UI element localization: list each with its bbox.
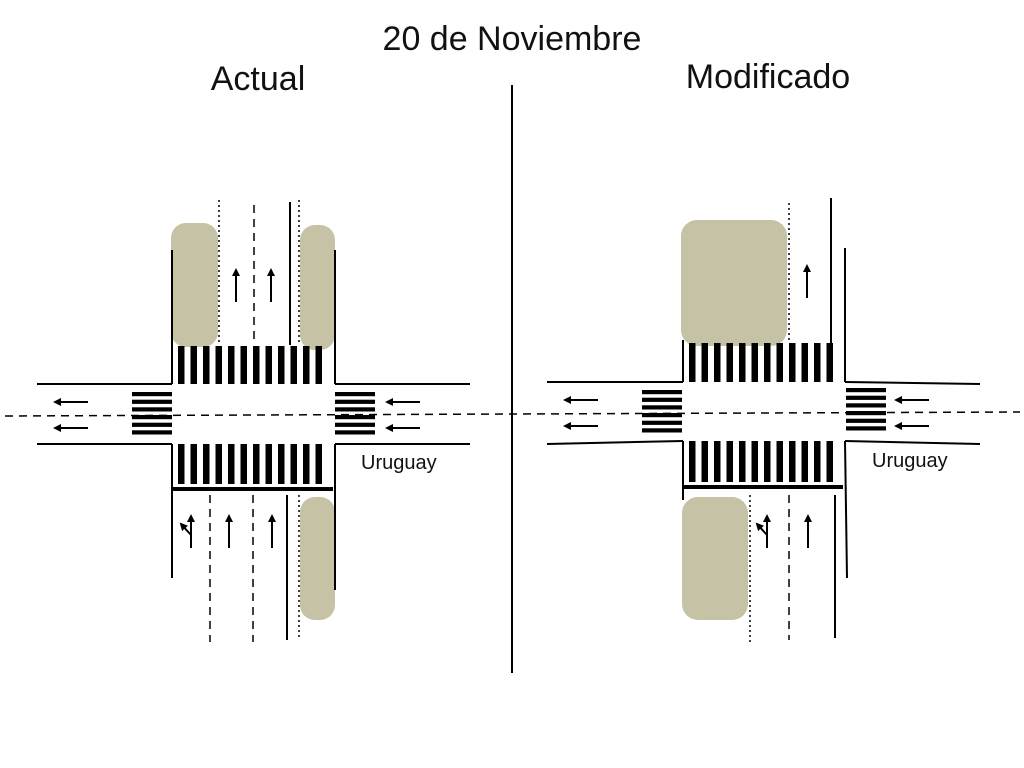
crosswalk-stripe: [335, 399, 375, 404]
turn-left-arrow-icon: [179, 514, 195, 548]
crosswalk-stripe: [846, 403, 886, 408]
sidewalk-extension: [171, 223, 218, 347]
crosswalk-stripe: [714, 441, 721, 482]
crosswalk-stripe: [303, 444, 310, 484]
street-label-uruguay: Uruguay: [361, 452, 437, 474]
crosswalk-stripe: [190, 346, 197, 384]
crosswalk-stripe: [253, 444, 260, 484]
crosswalk-stripe: [215, 444, 222, 484]
crosswalk-stripe: [846, 388, 886, 393]
crosswalk-stripe: [335, 415, 375, 420]
crosswalk-stripe: [846, 395, 886, 400]
crosswalk-right: [846, 388, 886, 431]
crosswalk-stripe: [846, 418, 886, 423]
crosswalk-stripe: [240, 346, 247, 384]
panel-modificado: Uruguay: [546, 198, 981, 642]
turn-left-arrow-icon: [755, 514, 771, 548]
crosswalk-stripe: [642, 405, 682, 410]
crosswalk-stripe: [178, 444, 185, 484]
crosswalk-stripe: [714, 343, 721, 382]
crosswalk-stripe: [315, 346, 322, 384]
crosswalk-stripe: [335, 422, 375, 427]
crosswalk-stripe: [726, 441, 733, 482]
crosswalk-stripe: [801, 441, 808, 482]
crosswalk-stripe: [290, 444, 297, 484]
crosswalk-stripe: [335, 407, 375, 412]
crosswalk-stripe: [303, 346, 310, 384]
crosswalk-bottom: [689, 441, 833, 482]
panel-heading-modificado: Modificado: [686, 58, 850, 96]
crosswalk-bottom: [178, 444, 322, 484]
crosswalk-stripe: [701, 441, 708, 482]
panel-heading-actual: Actual: [211, 60, 306, 98]
street-label-uruguay: Uruguay: [872, 450, 948, 472]
crosswalk-stripe: [278, 346, 285, 384]
curb-line: [546, 440, 684, 445]
crosswalk-stripe: [826, 343, 833, 382]
curb-line: [844, 440, 848, 579]
sidewalk-extension: [681, 220, 787, 346]
crosswalk-stripe: [335, 392, 375, 397]
sidewalk-extension: [682, 497, 748, 620]
crosswalk-stripe: [751, 441, 758, 482]
crosswalk-stripe: [203, 346, 210, 384]
crosswalk-stripe: [739, 343, 746, 382]
crosswalk-stripe: [789, 343, 796, 382]
crosswalk-stripe: [265, 444, 272, 484]
crosswalk-stripe: [764, 441, 771, 482]
crosswalk-stripe: [689, 343, 696, 382]
crosswalk-stripe: [240, 444, 247, 484]
sidewalk-extension: [300, 497, 335, 620]
crosswalk-stripe: [132, 407, 172, 412]
crosswalk-stripe: [132, 392, 172, 397]
curb-line: [844, 440, 981, 445]
crosswalk-stripe: [190, 444, 197, 484]
crosswalk-stripe: [132, 399, 172, 404]
crosswalk-stripe: [642, 420, 682, 425]
crosswalk-stripe: [739, 441, 746, 482]
crosswalk-left: [642, 390, 682, 433]
crosswalk-stripe: [689, 441, 696, 482]
crosswalk-stripe: [701, 343, 708, 382]
crosswalk-stripe: [846, 426, 886, 431]
crosswalk-right: [335, 392, 375, 435]
crosswalk-stripe: [215, 346, 222, 384]
crosswalk-stripe: [265, 346, 272, 384]
crosswalk-stripe: [642, 390, 682, 395]
crosswalk-stripe: [132, 430, 172, 435]
crosswalk-stripe: [789, 441, 796, 482]
crosswalk-stripe: [132, 422, 172, 427]
curb-line: [844, 381, 981, 385]
crosswalk-stripe: [814, 441, 821, 482]
sidewalk-extension: [300, 225, 335, 350]
crosswalk-stripe: [642, 413, 682, 418]
crosswalk-stripe: [751, 343, 758, 382]
crosswalk-stripe: [228, 444, 235, 484]
crosswalk-stripe: [814, 343, 821, 382]
crosswalk-stripe: [776, 343, 783, 382]
crosswalk-stripe: [203, 444, 210, 484]
crosswalk-stripe: [132, 415, 172, 420]
crosswalk-stripe: [764, 343, 771, 382]
diagram-title: 20 de Noviembre: [383, 20, 642, 58]
crosswalk-stripe: [826, 441, 833, 482]
crosswalk-stripe: [726, 343, 733, 382]
crosswalk-top: [178, 346, 322, 384]
crosswalk-stripe: [253, 346, 260, 384]
crosswalk-top: [689, 343, 833, 382]
panel-actual: Uruguay: [37, 200, 470, 642]
crosswalk-stripe: [228, 346, 235, 384]
crosswalk-stripe: [642, 397, 682, 402]
crosswalk-stripe: [776, 441, 783, 482]
crosswalk-stripe: [801, 343, 808, 382]
crosswalk-stripe: [290, 346, 297, 384]
crosswalk-stripe: [642, 428, 682, 433]
crosswalk-stripe: [846, 411, 886, 416]
crosswalk-stripe: [315, 444, 322, 484]
crosswalk-stripe: [178, 346, 185, 384]
crosswalk-stripe: [278, 444, 285, 484]
crosswalk-left: [132, 392, 172, 435]
crosswalk-stripe: [335, 430, 375, 435]
